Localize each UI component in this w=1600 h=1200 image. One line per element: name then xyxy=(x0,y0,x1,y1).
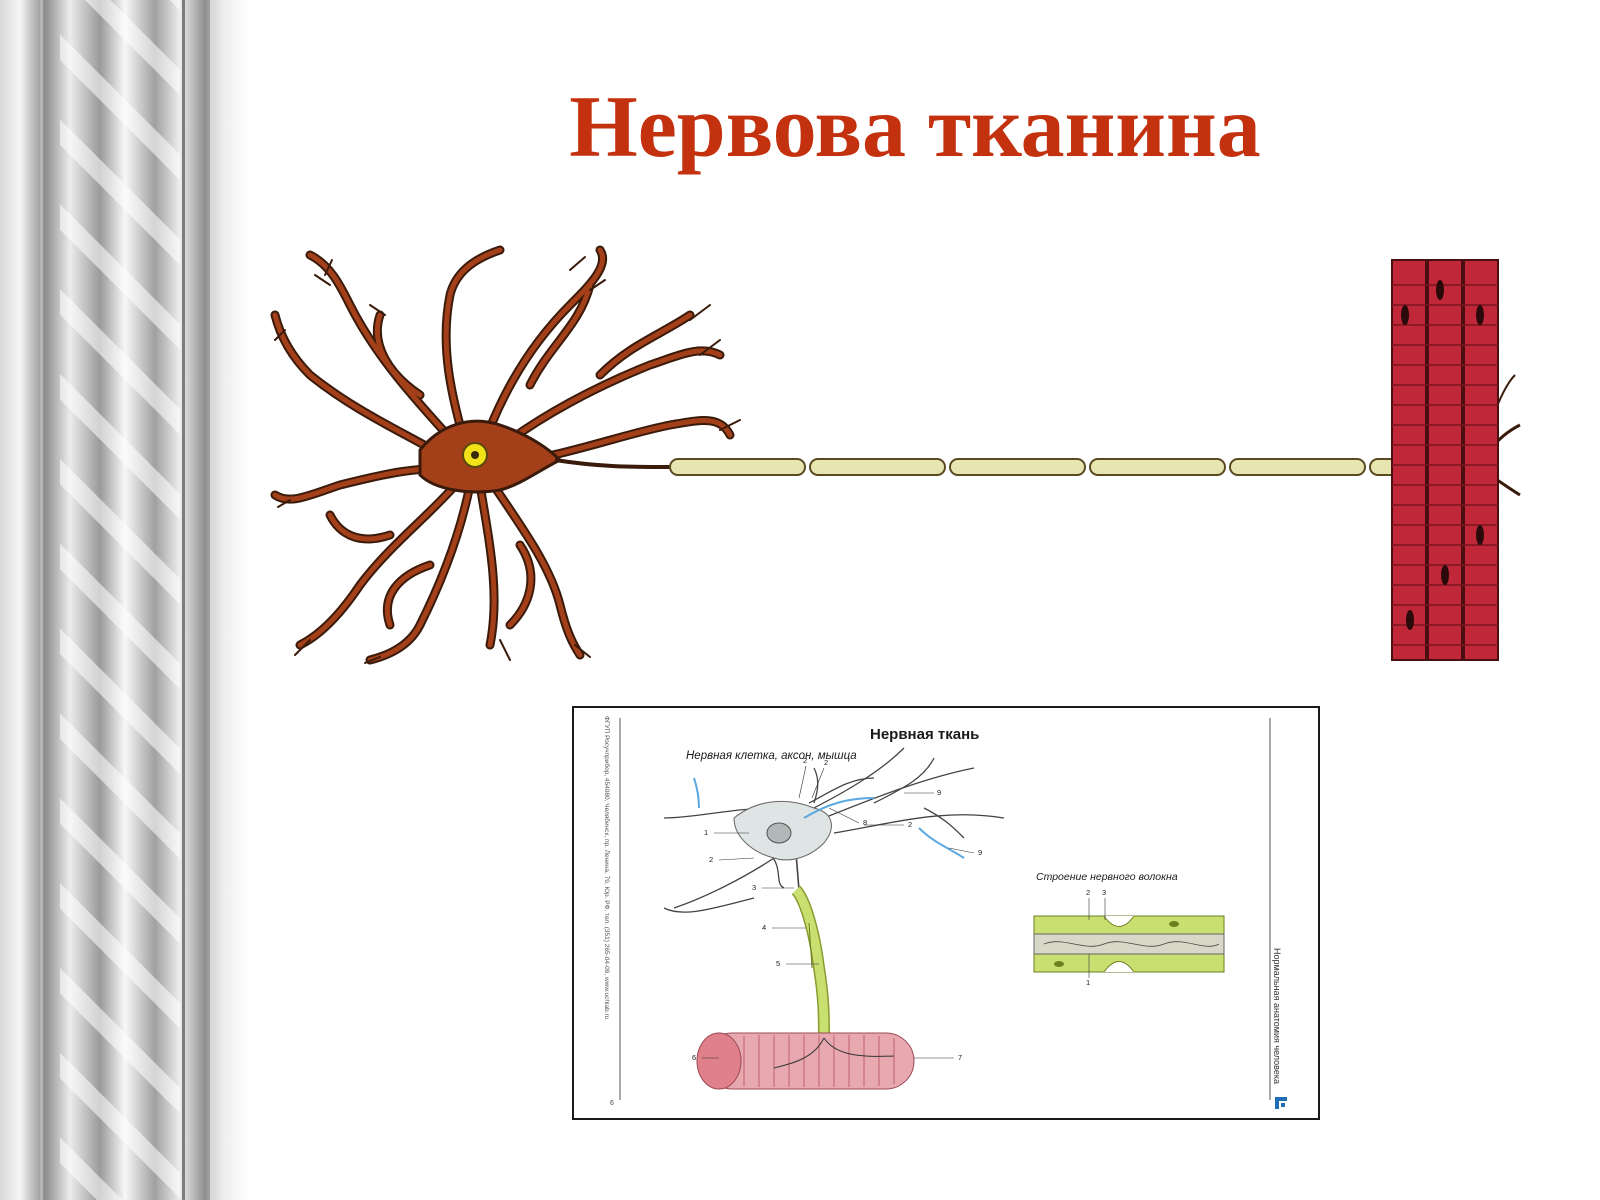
page-number: 6 xyxy=(610,1100,614,1107)
poster-subtitle: Нервная клетка, аксон, мышца xyxy=(686,750,857,762)
publisher-logo-icon xyxy=(1275,1097,1287,1109)
nerve-fiber-heading: Строение нервного волокна xyxy=(1036,871,1178,883)
fiber-label-2: 2 xyxy=(1086,888,1091,897)
label-8: 8 xyxy=(863,818,868,827)
fiber-label-1: 1 xyxy=(1086,978,1091,987)
dendrite-tree xyxy=(270,245,741,665)
atlas-name: Нормальная анатомия человека xyxy=(1272,948,1282,1084)
label-6: 6 xyxy=(692,1053,697,1062)
poster-nerve-tissue: Нервная ткань Нервная клетка, аксон, мыш… xyxy=(572,706,1320,1120)
publisher-line: ФГУП Росучприбор, 454080, Челябинск, пр.… xyxy=(603,716,610,1020)
poster-illustration xyxy=(619,718,1271,1100)
label-2c: 2 xyxy=(908,820,913,829)
fiber-label-3: 3 xyxy=(1102,888,1107,897)
label-2d: 2 xyxy=(709,855,714,864)
decorative-left-band xyxy=(0,0,250,1200)
poster-myelinated-axon xyxy=(791,885,830,1039)
poster-title: Нервная ткань xyxy=(870,726,980,743)
blue-processes xyxy=(693,777,965,859)
cell-body xyxy=(418,419,563,494)
label-3: 3 xyxy=(752,883,757,892)
label-2b: 2 xyxy=(824,758,829,767)
muscle-fibers xyxy=(1391,259,1499,661)
nerve-fiber-section xyxy=(1033,915,1225,973)
label-9a: 9 xyxy=(937,788,942,797)
poster-nucleus xyxy=(766,822,792,844)
neuron-with-axon-to-muscle-illustration xyxy=(270,245,1521,665)
leader-lines xyxy=(702,765,1106,1059)
slide-title: Нервова тканина xyxy=(569,79,1261,176)
axon xyxy=(554,374,1521,497)
label-9b: 9 xyxy=(978,848,983,857)
poster-muscle xyxy=(696,1032,915,1090)
label-2a: 2 xyxy=(803,756,808,765)
label-7: 7 xyxy=(958,1053,963,1062)
poster-neuron xyxy=(663,747,1005,913)
label-5: 5 xyxy=(776,959,781,968)
label-1: 1 xyxy=(704,828,709,837)
label-4: 4 xyxy=(762,923,767,932)
